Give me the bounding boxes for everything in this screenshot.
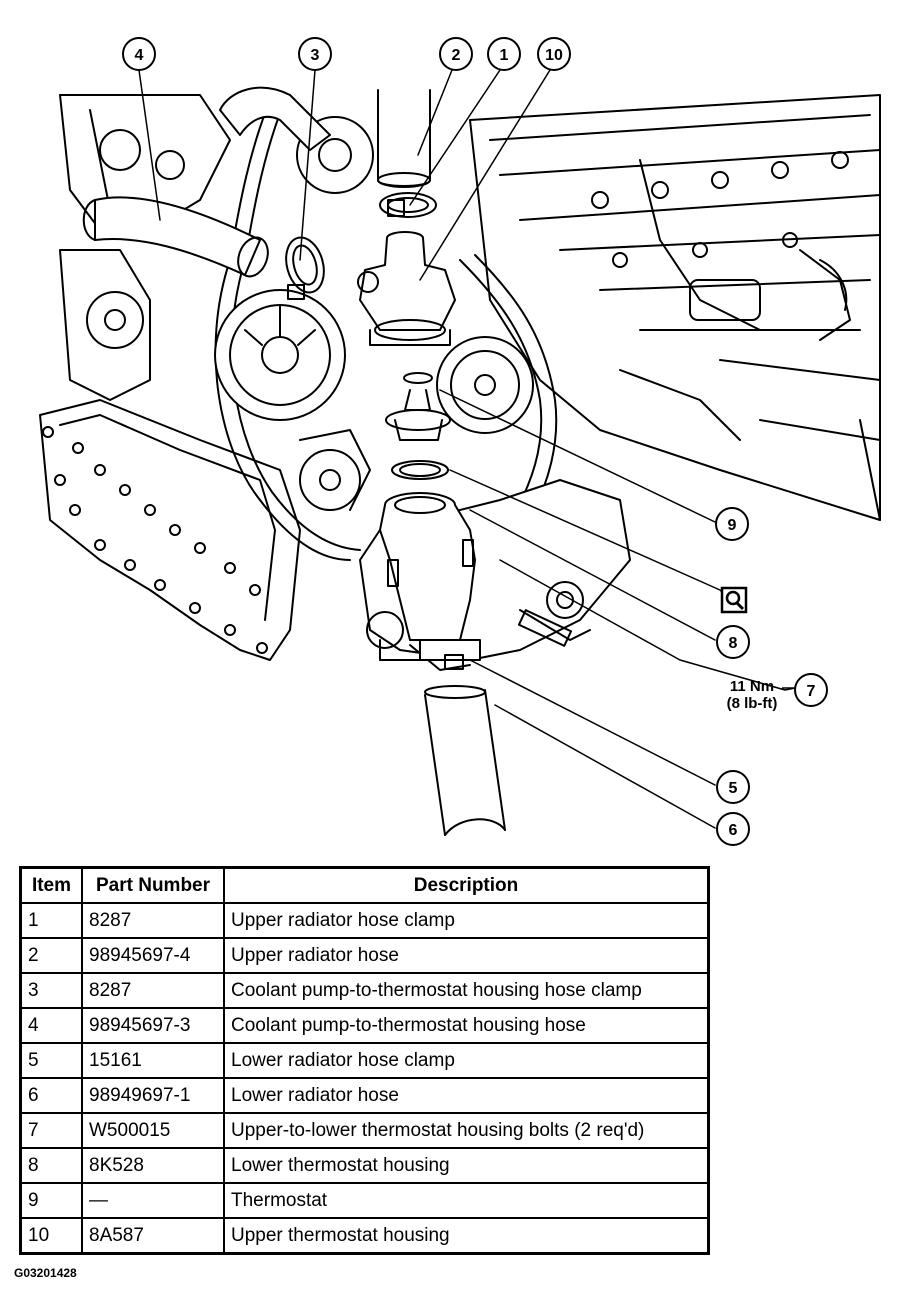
cell-part-number: 8K528: [81, 1147, 225, 1184]
cell-part-number: 98949697-1: [81, 1077, 225, 1114]
table-row: 2 98945697-4 Upper radiator hose: [19, 937, 710, 974]
intake-manifold: [469, 94, 881, 521]
upper-thermostat-housing: [357, 231, 456, 346]
svg-text:4: 4: [135, 47, 144, 64]
header-description: Description: [223, 866, 710, 904]
callout-8: 8: [716, 625, 750, 659]
cell-description: Coolant pump-to-thermostat housing hose …: [223, 972, 710, 1009]
svg-text:5: 5: [729, 780, 738, 797]
table-row: 3 8287 Coolant pump-to-thermostat housin…: [19, 972, 710, 1009]
lower-thermostat-housing: [379, 492, 476, 671]
coolant-pump-pulley: [436, 336, 534, 434]
cell-part-number: 8287: [81, 902, 225, 939]
svg-text:2: 2: [452, 47, 461, 64]
torque-nm: 11 Nm: [730, 678, 774, 695]
table-row: 7 W500015 Upper-to-lower thermostat hous…: [19, 1112, 710, 1149]
front-cover: [39, 399, 301, 661]
callout-4: 4: [122, 37, 156, 71]
cell-item: 3: [19, 972, 83, 1009]
cell-item: 4: [19, 1007, 83, 1044]
cell-description: Upper radiator hose clamp: [223, 902, 710, 939]
svg-text:3: 3: [311, 47, 320, 64]
cell-item: 6: [19, 1077, 83, 1114]
svg-text:10: 10: [545, 47, 563, 64]
cell-description: Upper radiator hose: [223, 937, 710, 974]
table-header-row: Item Part Number Description: [19, 866, 710, 904]
callout-9: 9: [715, 507, 749, 541]
crank-pulley: [214, 289, 346, 421]
cell-item: 8: [19, 1147, 83, 1184]
callout-6: 6: [716, 812, 750, 846]
table-row: 1 8287 Upper radiator hose clamp: [19, 902, 710, 939]
hose-clamp-3: [285, 236, 325, 300]
cell-item: 9: [19, 1182, 83, 1219]
cell-description: Upper-to-lower thermostat housing bolts …: [223, 1112, 710, 1149]
header-item: Item: [19, 866, 83, 904]
table-row: 4 98945697-3 Coolant pump-to-thermostat …: [19, 1007, 710, 1044]
cell-part-number: 98945697-3: [81, 1007, 225, 1044]
callout-5: 5: [716, 770, 750, 804]
cell-description: Lower thermostat housing: [223, 1147, 710, 1184]
upper-hose-clamp: [379, 192, 437, 218]
cell-description: Upper thermostat housing: [223, 1217, 710, 1255]
torque-spec: 11 Nm (8 lb-ft): [727, 678, 795, 712]
callout-1: 1: [487, 37, 521, 71]
table-row: 6 98949697-1 Lower radiator hose: [19, 1077, 710, 1114]
accessory-bracket: [59, 94, 231, 401]
callout-2: 2: [439, 37, 473, 71]
cell-item: 7: [19, 1112, 83, 1149]
cell-part-number: —: [81, 1182, 225, 1219]
leader-lines: [138, 69, 796, 829]
torque-lbft: (8 lb-ft): [727, 695, 778, 712]
lower-radiator-hose: [424, 685, 506, 836]
cell-part-number: W500015: [81, 1112, 225, 1149]
cell-part-number: 98945697-4: [81, 937, 225, 974]
cell-part-number: 8A587: [81, 1217, 225, 1255]
callout-3: 3: [298, 37, 332, 71]
thermostat: [385, 372, 451, 441]
callout-10: 10: [537, 37, 571, 71]
cell-description: Thermostat: [223, 1182, 710, 1219]
figure-id: G03201428: [14, 1266, 77, 1280]
thermostat-seal: [391, 460, 449, 480]
header-part-number: Part Number: [81, 866, 225, 904]
cell-description: Coolant pump-to-thermostat housing hose: [223, 1007, 710, 1044]
cell-description: Lower radiator hose clamp: [223, 1042, 710, 1079]
cell-item: 2: [19, 937, 83, 974]
svg-text:8: 8: [729, 635, 738, 652]
svg-text:9: 9: [728, 517, 737, 534]
cell-part-number: 15161: [81, 1042, 225, 1079]
cell-item: 1: [19, 902, 83, 939]
callout-7: 7: [794, 673, 828, 707]
magnify-icon[interactable]: [720, 586, 748, 614]
svg-text:7: 7: [807, 683, 816, 700]
table-row: 10 8A587 Upper thermostat housing: [19, 1217, 710, 1255]
parts-table: Item Part Number Description 1 8287 Uppe…: [19, 866, 710, 1255]
coolant-pump-hose: [82, 196, 269, 278]
svg-text:6: 6: [729, 822, 738, 839]
table-row: 5 15161 Lower radiator hose clamp: [19, 1042, 710, 1079]
lower-hose-clamp: [419, 639, 481, 670]
upper-radiator-hose: [219, 86, 431, 188]
table-row: 8 8K528 Lower thermostat housing: [19, 1147, 710, 1184]
svg-text:1: 1: [500, 47, 509, 64]
cell-description: Lower radiator hose: [223, 1077, 710, 1114]
cell-item: 5: [19, 1042, 83, 1079]
cell-item: 10: [19, 1217, 83, 1255]
cell-part-number: 8287: [81, 972, 225, 1009]
table-row: 9 — Thermostat: [19, 1182, 710, 1219]
engine-thermostat-diagram: 4 3 2 1 10 9 8 11 Nm (8 lb-ft) 7 5: [39, 37, 881, 846]
